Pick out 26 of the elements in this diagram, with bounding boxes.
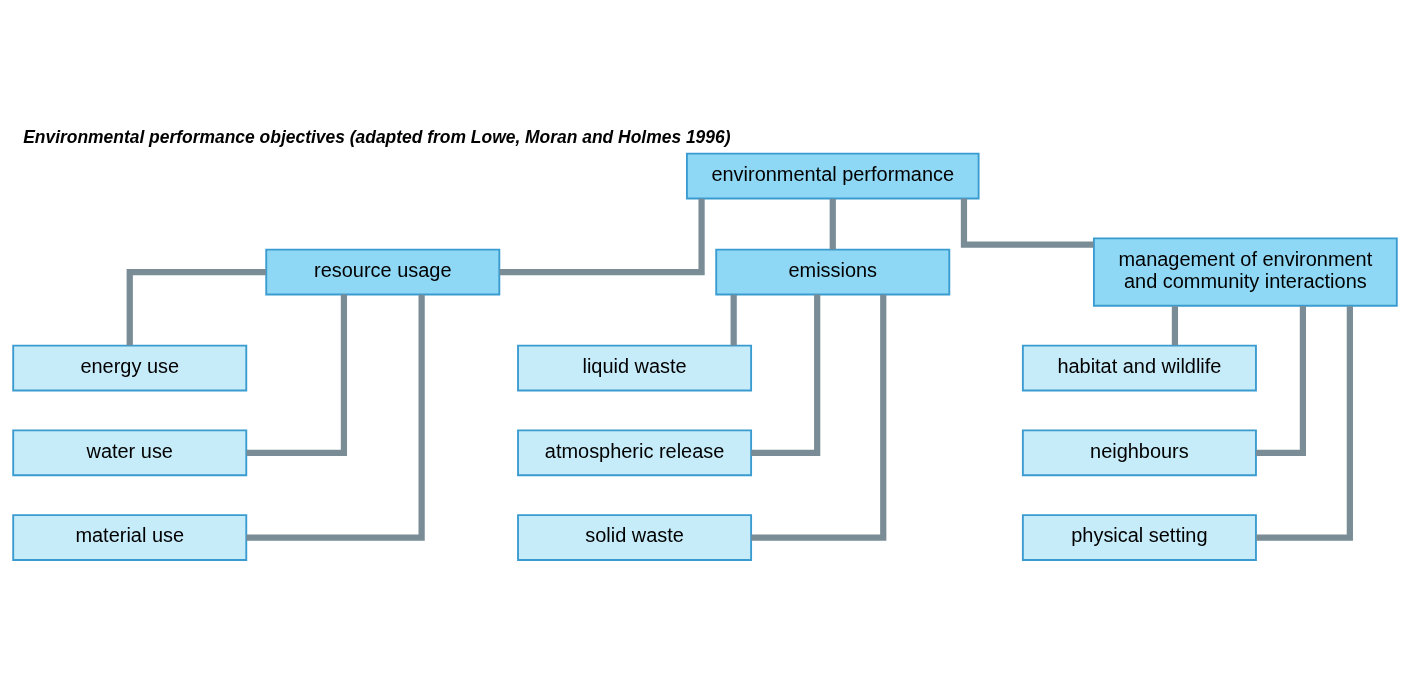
connector [1256,306,1307,456]
connector [499,198,705,276]
connector [730,294,737,346]
diagram-title: Environmental performance objectives (adapted from Lowe, Moran and Holmes 1996) [23,126,731,147]
connector [751,294,887,541]
connector [1171,306,1179,346]
node-box: resource usage [265,248,501,296]
node-box: emissions [715,248,951,296]
connector [829,198,836,250]
node-box: neighbours [1021,429,1257,477]
node-box: water use [12,429,248,477]
node-box: material use [12,514,248,561]
connector [751,294,821,456]
connector [246,294,425,541]
connector [246,294,348,456]
connector [1256,306,1353,541]
node-box: energy use [12,344,248,392]
connector [126,268,266,346]
connector [960,198,1094,248]
node-box: environmental performance [686,152,980,200]
node-box: physical setting [1021,514,1257,561]
node-box: management of environment and community interactions [1092,237,1398,307]
node-box: habitat and wildlife [1021,344,1257,392]
node-box: liquid waste [517,344,753,392]
node-box: atmospheric release [517,429,753,477]
node-box: solid waste [517,514,753,561]
